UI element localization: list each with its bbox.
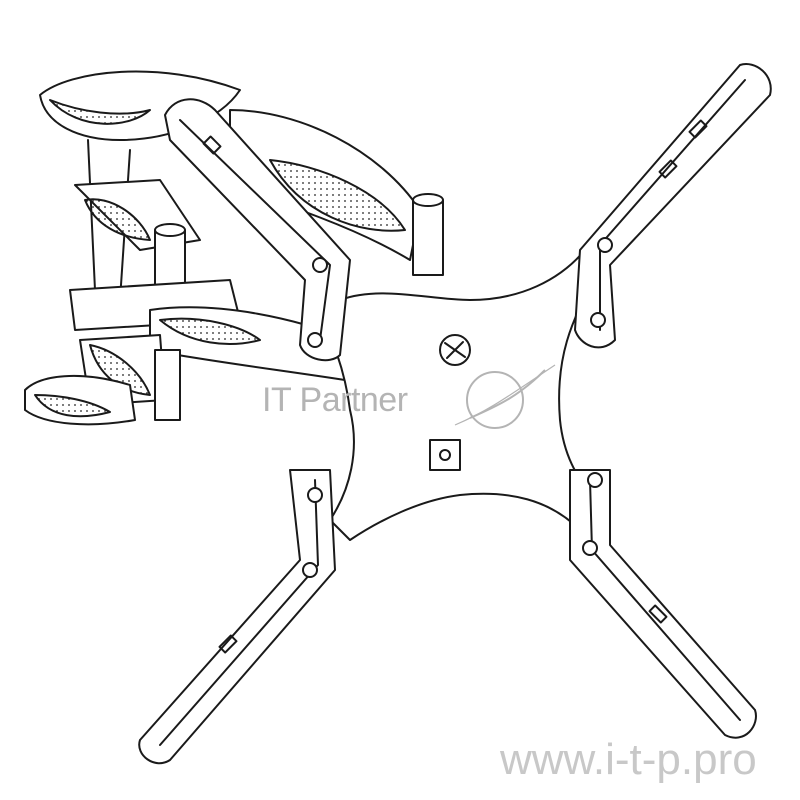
bracket-arm-bottom-right [569,469,757,739]
watermark-url-text: www.i-t-p.pro [500,735,757,784]
bracket-arm-top-right [574,63,772,349]
central-mounting-plate [319,249,601,541]
bracket-arm-top-left [164,98,351,362]
watermark-logo-text: IT Partner [262,381,408,419]
bracket-arm-bottom-left [138,469,336,765]
watermark-swoosh-icon [454,364,556,429]
